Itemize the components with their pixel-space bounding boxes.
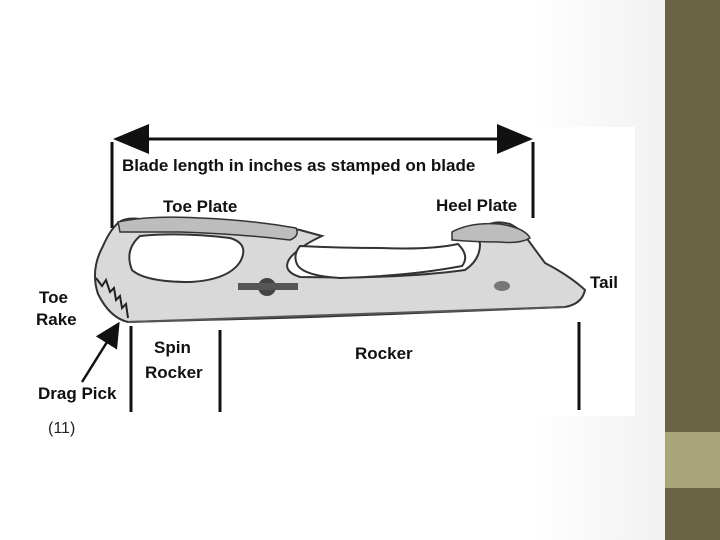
sidebar-accent-bottom	[665, 488, 720, 540]
rake-label: Rake	[36, 310, 77, 329]
heel-plate-window	[294, 242, 467, 280]
skate-blade	[93, 216, 587, 324]
drag-pick-label: Drag Pick	[38, 384, 117, 403]
toe-plate-label: Toe Plate	[163, 197, 237, 216]
toe-rake-teeth	[95, 277, 129, 319]
heel-plate	[451, 222, 531, 244]
drag-pick-arrow	[80, 321, 120, 383]
tail-label: Tail	[590, 273, 618, 292]
figure-caption: (11)	[48, 420, 76, 437]
heel-plate-label: Heel Plate	[436, 196, 517, 215]
spin-label: Spin	[154, 338, 191, 357]
heel-stamp	[494, 281, 510, 291]
sidebar-accent-middle	[665, 432, 720, 488]
sidebar-accent-top	[665, 0, 720, 432]
blade-edge	[127, 306, 566, 323]
toe-plate-window	[128, 233, 245, 284]
blade-stamp	[238, 283, 298, 290]
blade-length-dimension	[110, 124, 535, 228]
spin-rocker-label: Rocker	[145, 363, 203, 382]
toe-plate	[117, 216, 298, 241]
toe-label: Toe	[39, 288, 68, 307]
blade-length-label: Blade length in inches as stamped on bla…	[122, 156, 475, 175]
rocker-label: Rocker	[355, 344, 413, 363]
